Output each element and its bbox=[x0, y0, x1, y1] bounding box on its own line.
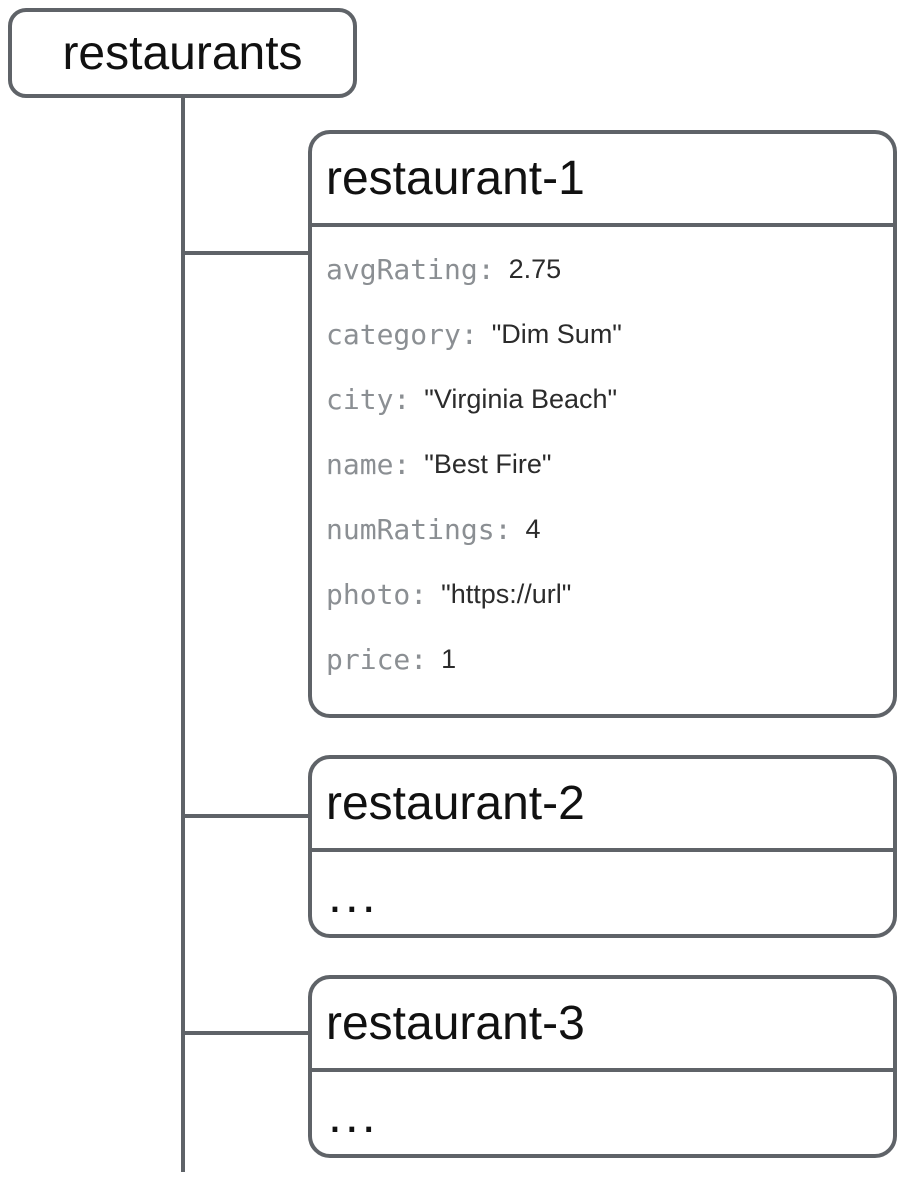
field-value: "Virginia Beach" bbox=[424, 384, 618, 414]
field-key: photo: bbox=[326, 578, 428, 611]
document-card-header: restaurant-2 bbox=[312, 759, 893, 852]
field-key: city: bbox=[326, 383, 411, 416]
field-value: "https://url" bbox=[441, 579, 572, 609]
field-row-numRatings: numRatings: 4 bbox=[326, 497, 879, 562]
field-value: "Best Fire" bbox=[424, 449, 552, 479]
root-collection-label: restaurants bbox=[62, 26, 303, 80]
document-card-header: restaurant-3 bbox=[312, 979, 893, 1072]
branch-line-restaurant-3 bbox=[184, 1031, 308, 1035]
field-value: 4 bbox=[525, 514, 541, 544]
document-title: restaurant-3 bbox=[326, 997, 585, 1050]
document-title: restaurant-1 bbox=[326, 152, 585, 205]
tree-trunk-line bbox=[181, 98, 185, 1172]
field-key: category: bbox=[326, 318, 478, 351]
field-key: avgRating: bbox=[326, 253, 495, 286]
branch-line-restaurant-1 bbox=[184, 251, 308, 255]
collapsed-fields-ellipsis: ... bbox=[328, 1087, 379, 1143]
field-row-city: city: "Virginia Beach" bbox=[326, 367, 879, 432]
collapsed-fields-ellipsis: ... bbox=[328, 867, 379, 923]
field-row-name: name: "Best Fire" bbox=[326, 432, 879, 497]
field-value: 1 bbox=[441, 644, 457, 674]
field-row-photo: photo: "https://url" bbox=[326, 562, 879, 627]
document-card-header: restaurant-1 bbox=[312, 134, 893, 227]
document-fields: avgRating: 2.75 category: "Dim Sum" city… bbox=[312, 227, 893, 692]
field-row-avgRating: avgRating: 2.75 bbox=[326, 237, 879, 302]
field-key: numRatings: bbox=[326, 513, 512, 546]
field-key: name: bbox=[326, 448, 411, 481]
branch-line-restaurant-2 bbox=[184, 814, 308, 818]
root-collection-node: restaurants bbox=[8, 8, 357, 98]
field-row-category: category: "Dim Sum" bbox=[326, 302, 879, 367]
document-card-restaurant-2: restaurant-2 ... bbox=[308, 755, 897, 938]
document-title: restaurant-2 bbox=[326, 777, 585, 830]
document-card-restaurant-3: restaurant-3 ... bbox=[308, 975, 897, 1158]
field-row-price: price: 1 bbox=[326, 627, 879, 692]
document-card-restaurant-1: restaurant-1 avgRating: 2.75 category: "… bbox=[308, 130, 897, 718]
field-value: 2.75 bbox=[508, 254, 562, 284]
field-key: price: bbox=[326, 643, 428, 676]
field-value: "Dim Sum" bbox=[491, 319, 622, 349]
